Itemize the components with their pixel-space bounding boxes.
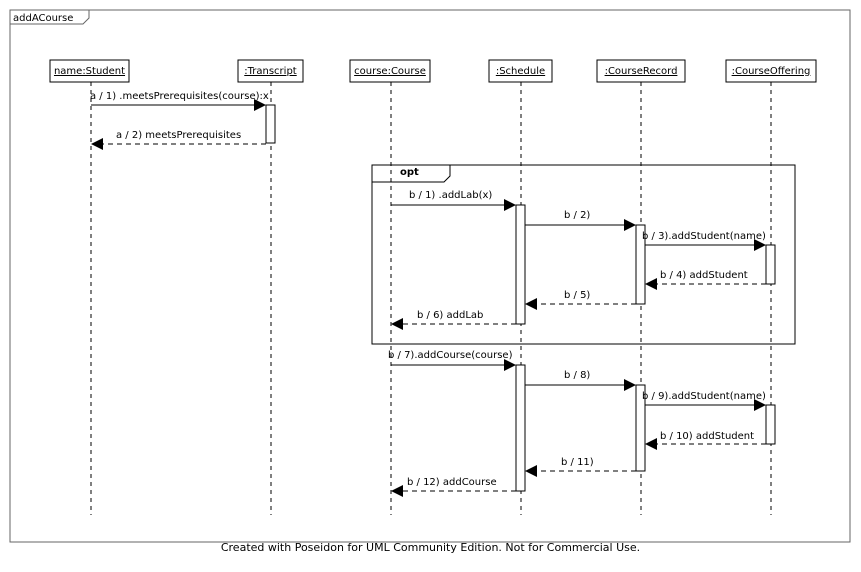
lifeline-course-label: course:Course xyxy=(354,66,426,77)
activation-schedule-1 xyxy=(515,204,526,325)
opt-fragment-operator: opt xyxy=(400,167,419,178)
message-b11-label: b / 11) xyxy=(561,457,594,468)
opt-fragment-tab xyxy=(372,165,451,183)
lifeline-student: name:Student xyxy=(49,59,130,515)
activation-courserecord-1 xyxy=(635,224,646,305)
lifeline-transcript: :Transcript xyxy=(237,59,304,515)
message-b3: b / 3).addStudent(name) xyxy=(642,231,766,251)
message-b7-label: b / 7).addCourse(course) xyxy=(388,350,513,361)
message-a2: a / 2) meetsPrerequisites xyxy=(91,130,266,150)
message-b8-label: b / 8) xyxy=(564,370,590,381)
lifeline-transcript-label: :Transcript xyxy=(244,66,297,77)
message-b10: b / 10) addStudent xyxy=(645,431,766,450)
message-b11: b / 11) xyxy=(525,457,636,477)
message-a2-label: a / 2) meetsPrerequisites xyxy=(116,130,241,141)
message-b9-label: b / 9).addStudent(name) xyxy=(642,391,766,402)
message-b12: b / 12) addCourse xyxy=(391,477,516,497)
message-b3-label: b / 3).addStudent(name) xyxy=(642,231,766,242)
footer-note: Created with Poseidon for UML Community … xyxy=(220,541,641,554)
message-b7: b / 7).addCourse(course) xyxy=(388,350,516,371)
opt-fragment xyxy=(371,164,796,345)
message-b2: b / 2) xyxy=(525,210,636,231)
message-b6: b / 6) addLab xyxy=(391,310,516,330)
message-b9: b / 9).addStudent(name) xyxy=(642,391,766,411)
frame-title-tab xyxy=(10,10,90,25)
activation-courserecord-2 xyxy=(635,384,646,472)
activation-transcript xyxy=(265,104,276,144)
activation-courseoffering-2 xyxy=(765,404,776,445)
message-b12-label: b / 12) addCourse xyxy=(407,477,497,488)
message-b5-label: b / 5) xyxy=(564,290,590,301)
lifeline-courseoffering: :CourseOffering xyxy=(725,59,817,515)
diagram-frame xyxy=(9,9,851,543)
message-b10-label: b / 10) addStudent xyxy=(660,431,754,442)
message-b6-label: b / 6) addLab xyxy=(417,310,483,321)
lifeline-courseoffering-label: :CourseOffering xyxy=(732,66,811,77)
frame-title: addACourse xyxy=(13,13,73,24)
activation-schedule-2 xyxy=(515,364,526,492)
message-b5: b / 5) xyxy=(525,290,636,310)
lifeline-courserecord-label: :CourseRecord xyxy=(605,66,678,77)
lifeline-course: course:Course xyxy=(349,59,431,515)
message-a1-label: a / 1) .meetsPrerequisites(course):x xyxy=(90,91,269,102)
message-b2-label: b / 2) xyxy=(564,210,590,221)
lifeline-student-label: name:Student xyxy=(54,66,125,77)
message-b8: b / 8) xyxy=(525,370,636,391)
message-b1-label: b / 1) .addLab(x) xyxy=(409,190,492,201)
activation-courseoffering-1 xyxy=(765,244,776,285)
message-b4: b / 4) addStudent xyxy=(645,270,766,290)
message-a1: a / 1) .meetsPrerequisites(course):x xyxy=(90,91,269,111)
message-b1: b / 1) .addLab(x) xyxy=(391,190,516,211)
message-b4-label: b / 4) addStudent xyxy=(660,270,748,281)
lifeline-schedule-label: :Schedule xyxy=(496,66,545,77)
